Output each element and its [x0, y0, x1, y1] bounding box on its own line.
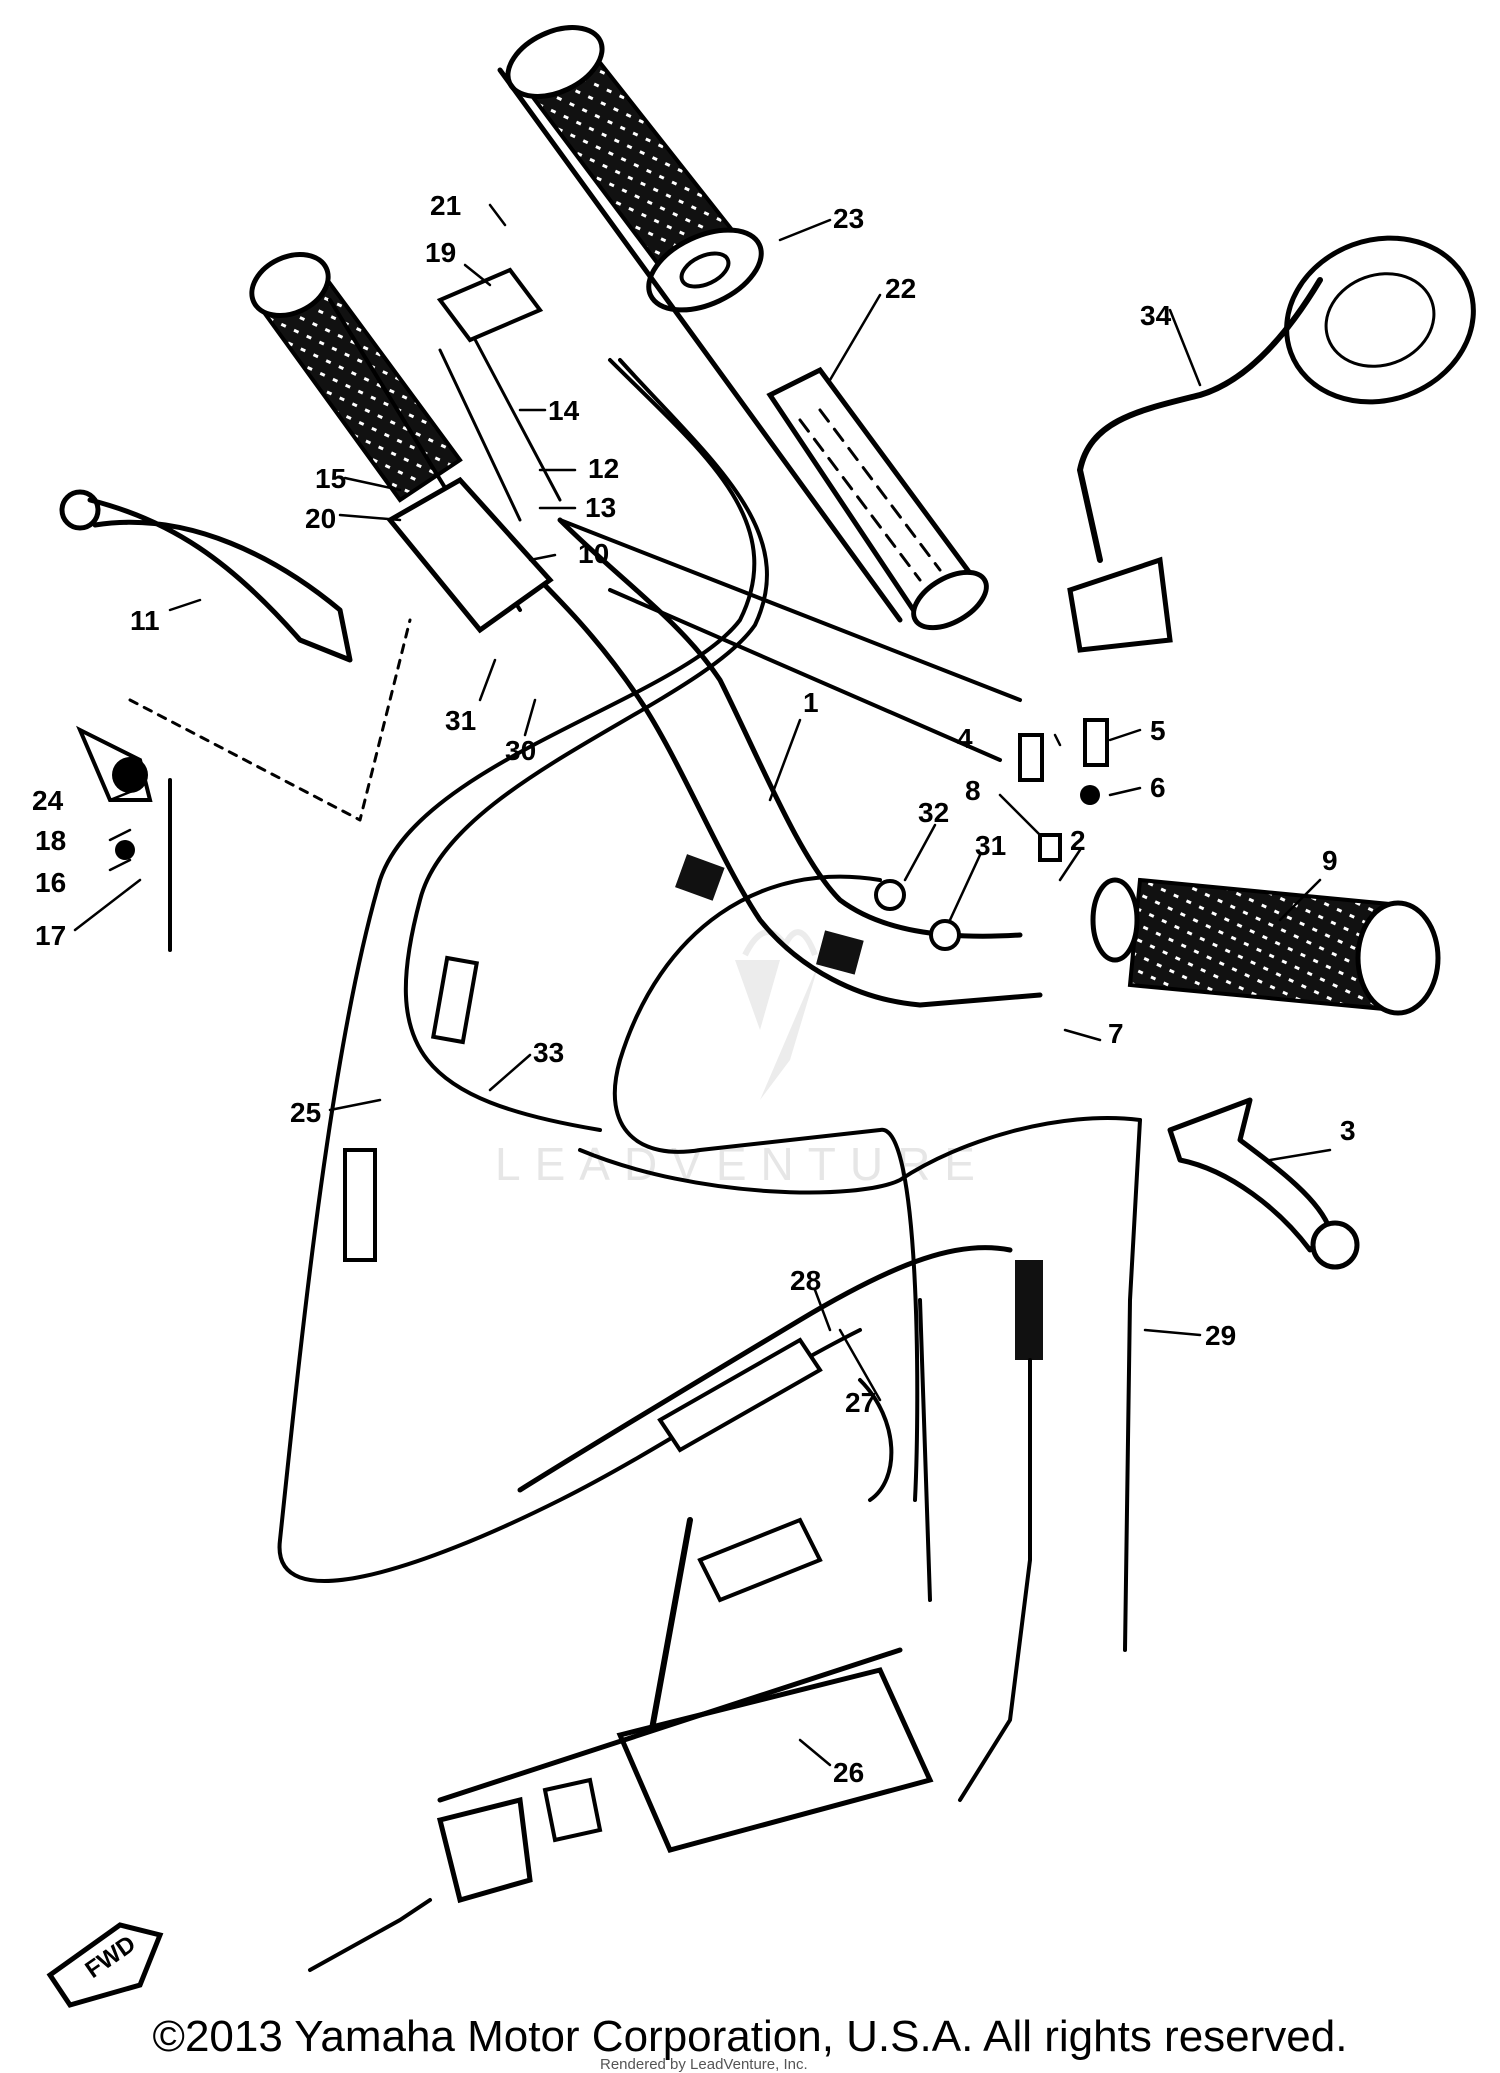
callout-33: 33	[533, 1037, 564, 1068]
callout-13: 13	[585, 492, 616, 523]
right-grip	[1090, 877, 1441, 1016]
callout-30: 30	[505, 735, 536, 766]
callout-14: 14	[548, 395, 580, 426]
lever-bracket	[128, 267, 562, 822]
render-credit: Rendered by LeadVenture, Inc.	[600, 2056, 808, 2073]
callout-5: 5	[1150, 715, 1166, 746]
callout-20: 20	[305, 503, 336, 534]
callout-23: 23	[833, 203, 864, 234]
callout-16: 16	[35, 867, 66, 898]
callout-15: 15	[315, 463, 346, 494]
callout-4: 4	[957, 723, 973, 754]
copyright-notice: ©2013 Yamaha Motor Corporation, U.S.A. A…	[152, 2012, 1348, 2061]
callout-6: 6	[1150, 772, 1166, 803]
choke-switch	[76, 725, 172, 952]
left-grip	[249, 252, 463, 503]
mirror	[1067, 235, 1476, 653]
callout-19: 19	[425, 237, 456, 268]
callout-9: 9	[1322, 845, 1338, 876]
throttle-cable	[517, 1245, 1043, 1802]
callout-25: 25	[290, 1097, 321, 1128]
callout-8: 8	[965, 775, 981, 806]
callout-1: 1	[803, 687, 819, 718]
callout-28: 28	[790, 1265, 821, 1296]
leader-lines	[73, 203, 1332, 1767]
grip-23	[497, 25, 903, 623]
watermark: LEADVENTURE	[495, 929, 975, 1190]
callout-11: 11	[130, 605, 160, 636]
clamp-parts	[874, 718, 1109, 951]
callout-22: 22	[885, 273, 916, 304]
grip-tube-22	[766, 366, 989, 631]
callout-29: 29	[1205, 1320, 1236, 1351]
callout-31a: 31	[445, 705, 476, 736]
callout-18: 18	[35, 825, 66, 856]
callout-7: 7	[1108, 1018, 1124, 1049]
callout-12: 12	[588, 453, 619, 484]
throttle-tube	[308, 1647, 934, 1972]
callout-32: 32	[918, 797, 949, 828]
cables	[277, 358, 1142, 1652]
callout-31b: 31	[975, 830, 1006, 861]
callout-34: 34	[1140, 300, 1172, 331]
callout-26: 26	[833, 1757, 864, 1788]
callout-17: 17	[35, 920, 66, 951]
callout-24: 24	[32, 785, 64, 816]
fwd-arrow-icon: FWD	[46, 1922, 164, 2008]
callout-27: 27	[845, 1387, 876, 1418]
callout-10: 10	[578, 538, 609, 569]
callout-21: 21	[430, 190, 461, 221]
callout-2: 2	[1070, 825, 1086, 856]
callout-3: 3	[1340, 1115, 1356, 1146]
callout-labels: 1 2 3 4 5 6 7 8 9 10 11 12 13 14 15 16 1…	[32, 190, 1356, 1788]
right-lever	[1167, 1097, 1360, 1270]
